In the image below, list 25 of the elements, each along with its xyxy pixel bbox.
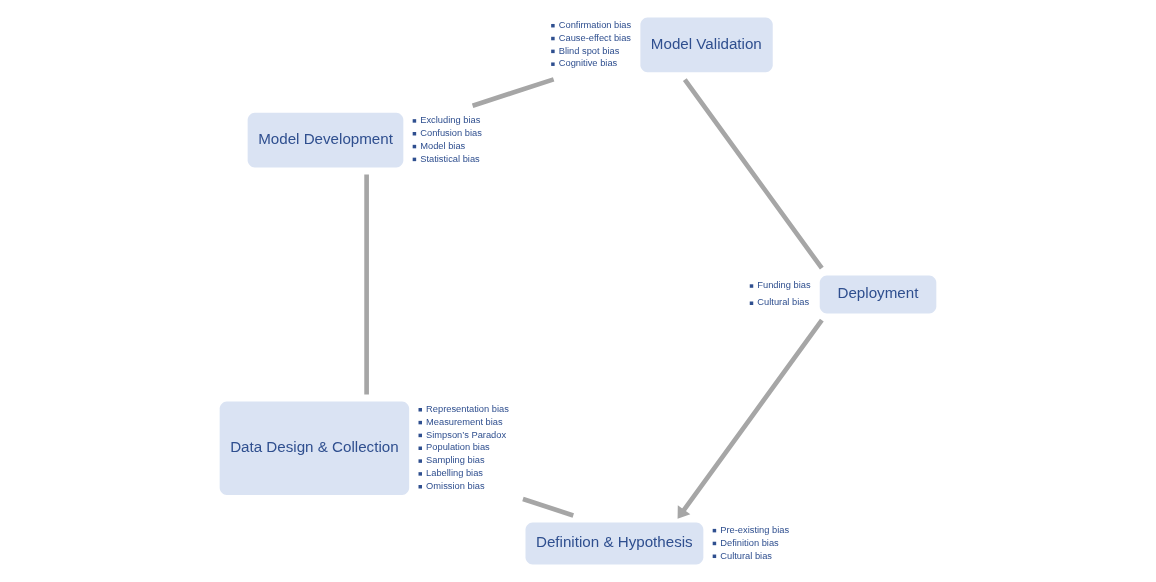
node-label: Model bias xyxy=(420,140,466,151)
connector xyxy=(471,77,555,108)
node-label: Labelling bias xyxy=(426,468,484,479)
node-label: Cultural bias xyxy=(757,297,810,308)
node-label: Cultural bias xyxy=(720,550,773,561)
node-label: Measurement bias xyxy=(426,416,503,427)
node-label: Cognitive bias xyxy=(558,58,618,69)
node-label: Representation bias xyxy=(426,403,509,414)
node-label: Population bias xyxy=(426,442,490,453)
arrow xyxy=(677,318,824,519)
node-label: Definition bias xyxy=(720,537,779,548)
node-label: Simpson’s Paradox xyxy=(426,429,507,440)
node-label: Cause-effect bias xyxy=(558,32,632,43)
connector xyxy=(682,78,824,270)
node-label: Pre-existing bias xyxy=(720,524,790,535)
node-label: Excluding bias xyxy=(420,115,481,126)
node-label: Sampling bias xyxy=(426,455,485,466)
connector xyxy=(522,496,574,518)
node-label: Funding bias xyxy=(757,280,811,291)
node-label: Blind spot bias xyxy=(558,45,620,56)
node-label: Omission bias xyxy=(426,480,485,491)
node-label: Statistical bias xyxy=(420,153,480,164)
connector xyxy=(364,174,369,395)
node-label: Confusion bias xyxy=(420,127,482,138)
node-label: Confirmation bias xyxy=(558,19,632,30)
